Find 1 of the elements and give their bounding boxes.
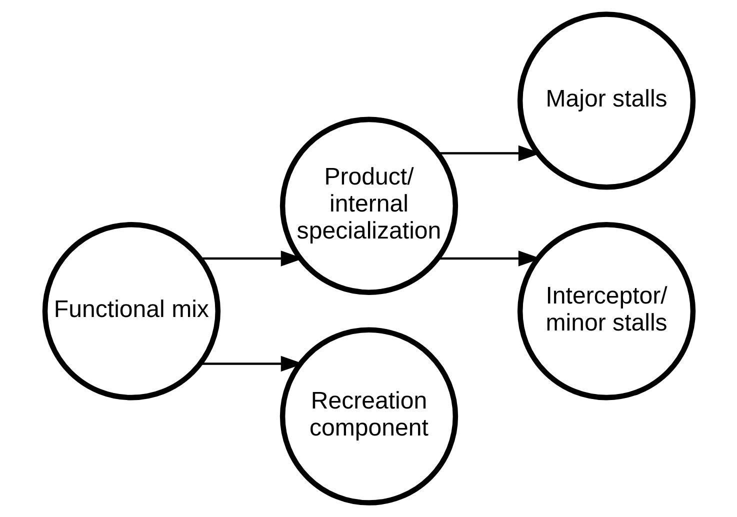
node-circle: Functional mix	[42, 222, 220, 400]
